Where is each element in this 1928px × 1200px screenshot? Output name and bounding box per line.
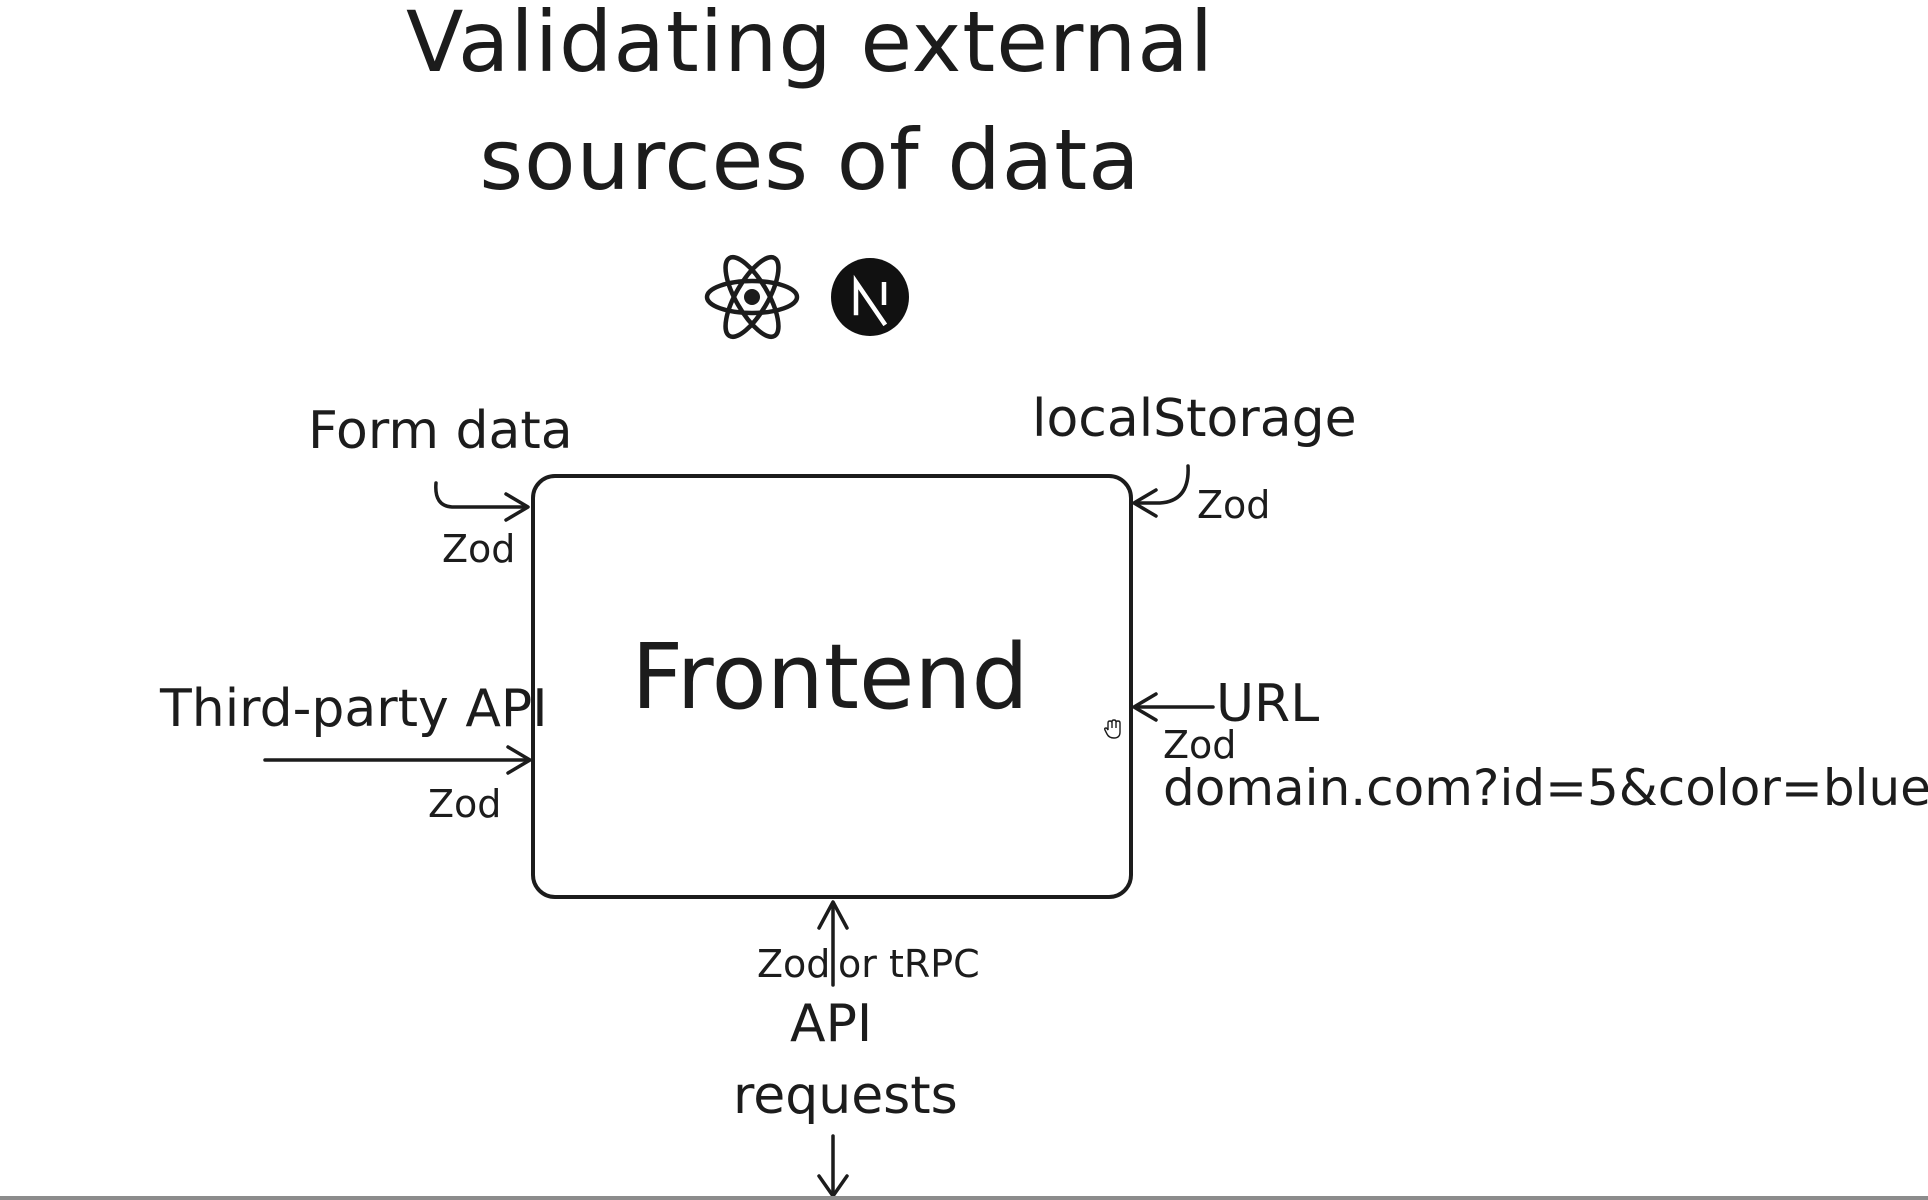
third-party-api-arrow: [263, 745, 532, 775]
bottom-edge-bar: [0, 1196, 1928, 1200]
api-requests-label-line-1: API: [790, 994, 873, 1054]
url-validator: Zod: [1163, 723, 1237, 767]
api-requests-label-line-2: requests: [733, 1066, 958, 1126]
third-party-api-validator: Zod: [428, 782, 502, 826]
local-storage-arrow: [1132, 464, 1190, 518]
nextjs-logo-icon: [831, 258, 909, 336]
local-storage-validator: Zod: [1197, 483, 1271, 527]
form-data-validator: Zod: [442, 527, 516, 571]
api-requests-validator-alt: or tRPC: [838, 942, 980, 986]
hand-cursor-icon: [1103, 719, 1121, 739]
react-logo-icon: [704, 254, 800, 340]
frontend-box: [531, 474, 1133, 899]
local-storage-label: localStorage: [1032, 389, 1357, 449]
title-line-2: sources of data: [479, 111, 1141, 209]
frontend-label: Frontend: [631, 625, 1029, 730]
url-arrow: [1132, 692, 1215, 722]
title-line-1: Validating external: [405, 0, 1215, 91]
api-requests-validator: Zod: [757, 942, 831, 986]
url-label: URL: [1216, 674, 1320, 734]
bottom-down-arrow: [817, 1134, 849, 1198]
form-data-arrow: [434, 481, 530, 522]
api-requests-arrow: [817, 900, 849, 987]
url-example: domain.com?id=5&color=blue: [1163, 759, 1928, 817]
form-data-label: Form data: [308, 401, 573, 461]
third-party-api-label: Third-party API: [160, 679, 548, 739]
